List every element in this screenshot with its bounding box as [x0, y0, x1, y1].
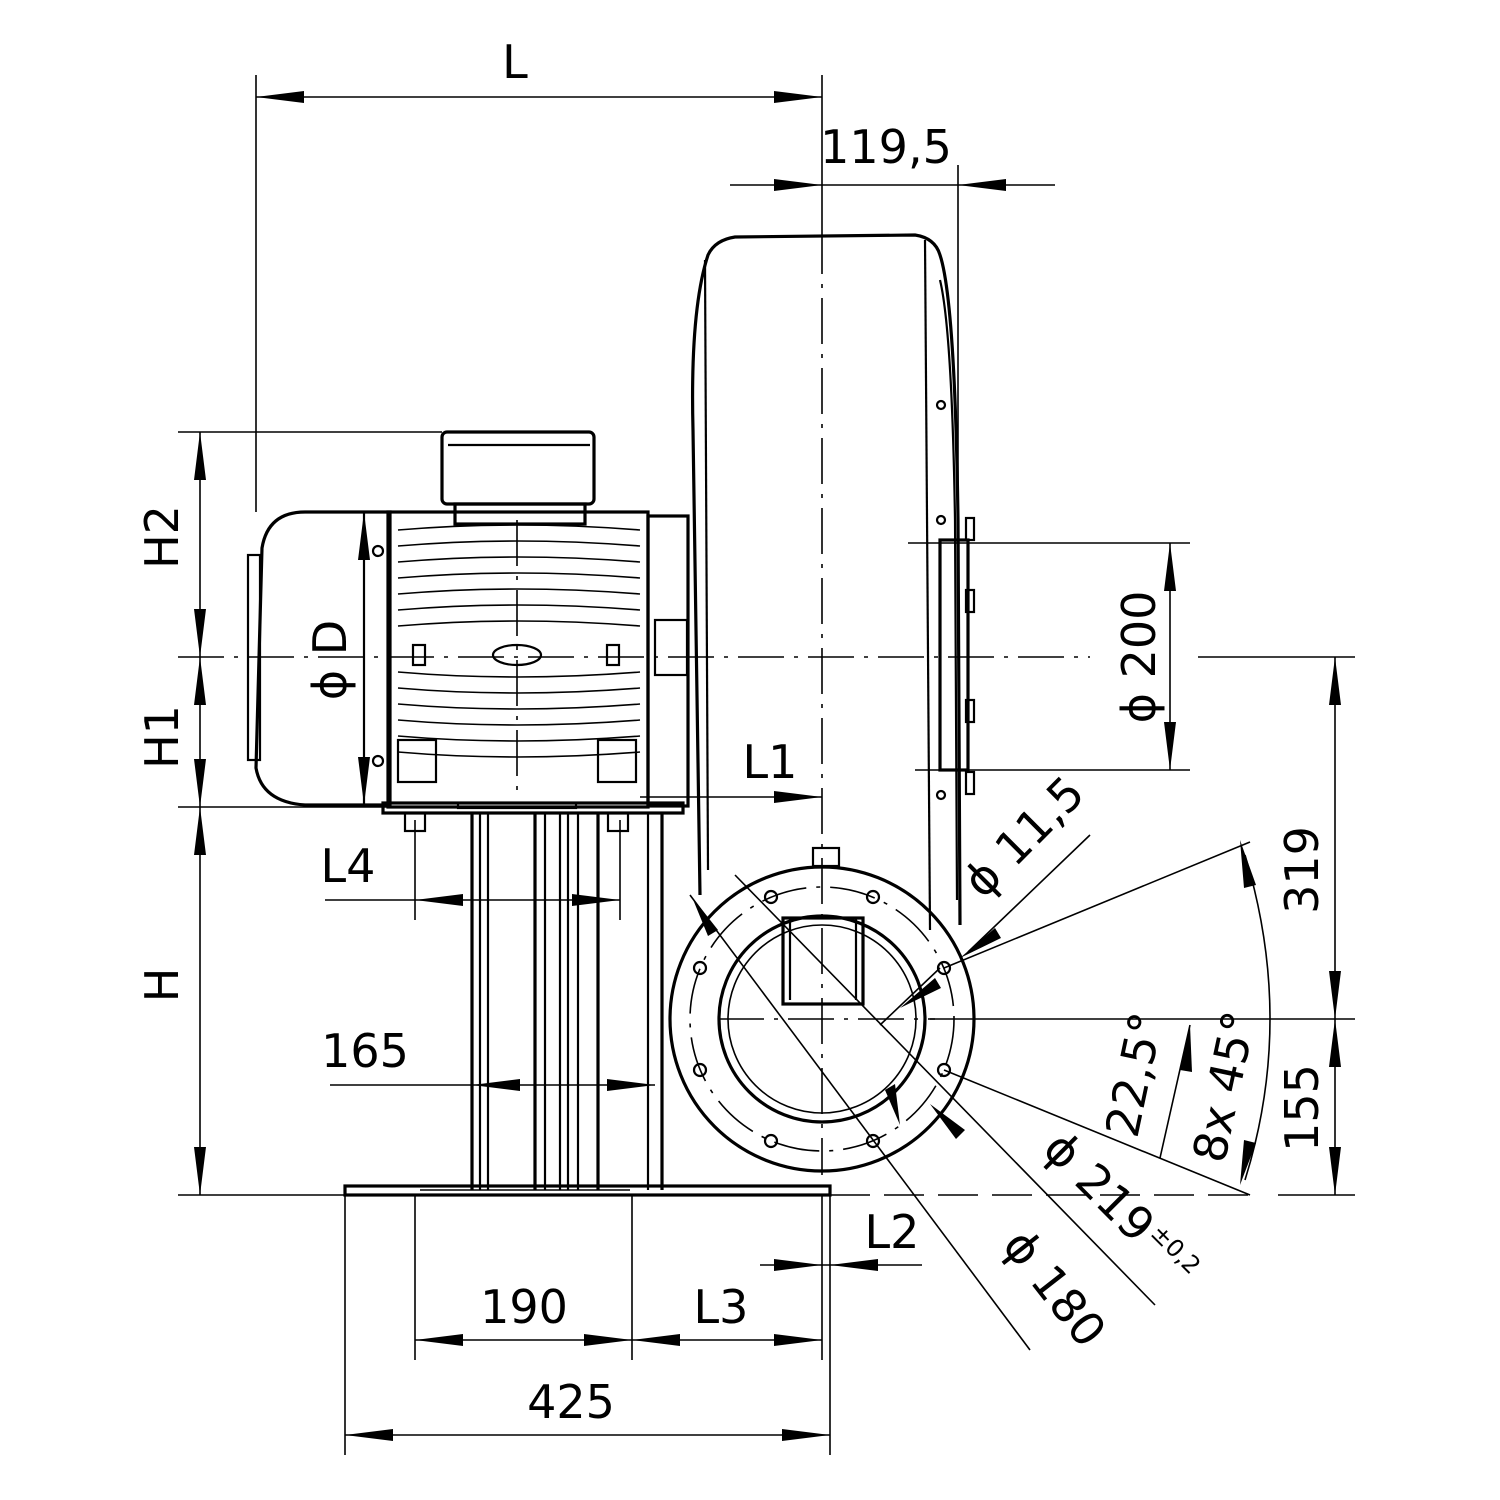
label-190: 190 — [480, 1280, 568, 1334]
center-lines — [178, 228, 1090, 1175]
label-angle-22-5: 22,5° — [1095, 1008, 1174, 1142]
electric-motor — [246, 430, 690, 833]
fan-volute-housing — [690, 233, 976, 931]
label-L2: L2 — [865, 1205, 920, 1259]
dimension-labels: L 119,5 H2 ϕ D H1 H L1 L4 165 ϕ 200 319 … — [135, 35, 1329, 1429]
label-phi-D: ϕ D — [303, 620, 357, 700]
label-119-5: 119,5 — [820, 120, 952, 174]
label-L: L — [502, 35, 528, 89]
label-H: H — [135, 968, 189, 1003]
inlet-flange-bolts — [935, 399, 976, 801]
dimension-lines — [178, 75, 1355, 1455]
label-319: 319 — [1275, 826, 1329, 914]
label-L1: L1 — [743, 735, 798, 789]
label-L3: L3 — [694, 1280, 749, 1334]
label-155: 155 — [1275, 1064, 1329, 1152]
label-phi-200: ϕ 200 — [1112, 591, 1166, 724]
flange-bolt-holes — [692, 889, 952, 1149]
cooling-fins — [397, 524, 641, 758]
label-425: 425 — [527, 1375, 615, 1429]
label-tol-219: ±0,2 — [1145, 1219, 1206, 1280]
label-phi-180: ϕ 180 — [992, 1219, 1116, 1357]
pedestal-frame — [343, 813, 832, 1197]
label-L4: L4 — [321, 839, 376, 893]
label-165: 165 — [321, 1024, 409, 1078]
label-H2: H2 — [135, 505, 189, 569]
label-H1: H1 — [135, 705, 189, 769]
